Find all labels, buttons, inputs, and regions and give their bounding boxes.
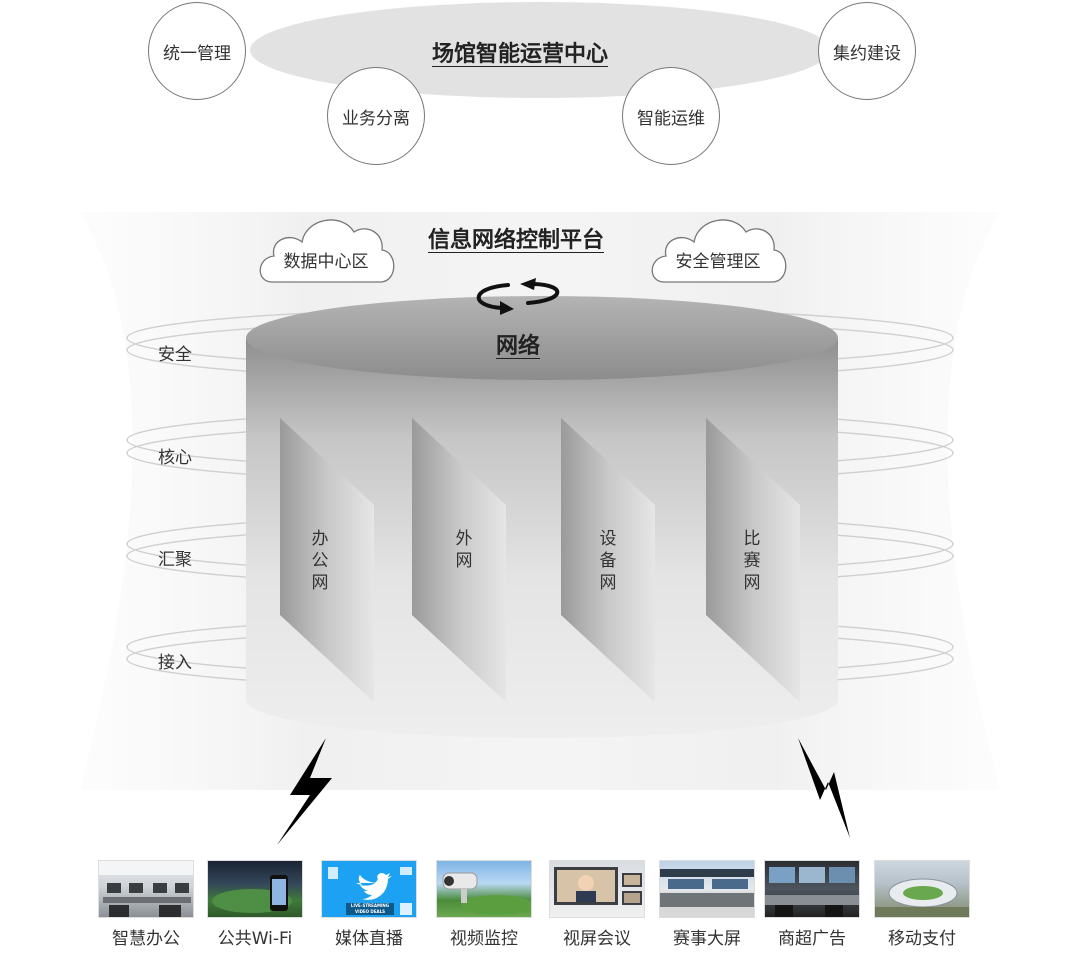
app-label-mobile-payment: 移动支付 <box>888 929 956 949</box>
app-thumb-video-surveillance <box>436 860 532 918</box>
office-network-label: 办公网 <box>311 529 329 593</box>
app-thumb-mobile-payment <box>874 860 970 918</box>
network-cylinder-top <box>246 296 838 380</box>
lightning-right-icon <box>798 738 850 838</box>
app-label-public-wifi: 公共Wi-Fi <box>217 929 293 949</box>
app-label-event-big-screen: 赛事大屏 <box>673 929 741 949</box>
stadium-phone-photo-icon <box>212 875 292 913</box>
feature-unified-management: 统一管理 <box>148 2 246 100</box>
layer-core: 核心 <box>158 448 192 468</box>
ops-center-title: 场馆智能运营中心 <box>432 42 609 67</box>
stadium-aerial-photo-icon <box>875 878 969 917</box>
feature-intensive-construction: 集约建设 <box>818 2 916 100</box>
cctv-camera-photo-icon <box>442 872 531 915</box>
panel-office-network <box>280 418 374 702</box>
panel-device-network <box>561 418 655 702</box>
platform-title: 信息网络控制平台 <box>428 228 605 253</box>
app-thumb-event-big-screen <box>659 860 755 918</box>
cloud-data-center: 数据中心区 <box>259 219 395 283</box>
device-network-label: 设备网 <box>599 529 617 593</box>
external-network-label: 外网 <box>455 529 473 571</box>
app-thumb-public-wifi <box>207 860 303 918</box>
app-thumb-video-conference <box>549 860 645 918</box>
cloud-security-management: 安全管理区 <box>651 219 787 283</box>
lightning-left-icon <box>277 738 332 845</box>
match-network-label: 比赛网 <box>743 529 761 593</box>
app-thumb-smart-office <box>98 860 194 918</box>
cloud-data-center-label: 数据中心区 <box>284 252 369 272</box>
media-live-overlay-text: LIVE-STREAMING VIDEO DEALS <box>350 903 390 914</box>
video-conference-photo-icon <box>554 867 642 905</box>
network-label: 网络 <box>496 334 541 359</box>
app-label-video-surveillance: 视频监控 <box>450 929 518 949</box>
sync-arrows-icon <box>476 282 560 310</box>
cloud-security-management-label: 安全管理区 <box>676 252 761 272</box>
app-label-smart-office: 智慧办公 <box>112 929 180 949</box>
app-label-mall-ads: 商超广告 <box>778 929 846 949</box>
layer-aggregation: 汇聚 <box>158 550 192 570</box>
app-thumb-media-live: LIVE-STREAMING VIDEO DEALS <box>321 860 417 918</box>
feature-business-separation: 业务分离 <box>327 67 425 165</box>
network-cylinder-body <box>246 338 838 738</box>
feature-smart-operation: 智能运维 <box>622 67 720 165</box>
layer-access: 接入 <box>158 653 192 673</box>
office-photo-icon <box>99 861 193 917</box>
twitter-live-streaming-photo-icon <box>322 861 416 917</box>
panel-match-network <box>706 418 800 702</box>
panel-external-network <box>412 418 506 702</box>
app-thumb-mall-ads <box>764 860 860 918</box>
layer-security: 安全 <box>158 345 192 365</box>
control-room-photo-icon <box>765 867 859 917</box>
app-label-video-conference: 视屏会议 <box>563 929 631 949</box>
stadium-big-screen-photo-icon <box>660 869 754 917</box>
app-label-media-live: 媒体直播 <box>335 929 403 949</box>
